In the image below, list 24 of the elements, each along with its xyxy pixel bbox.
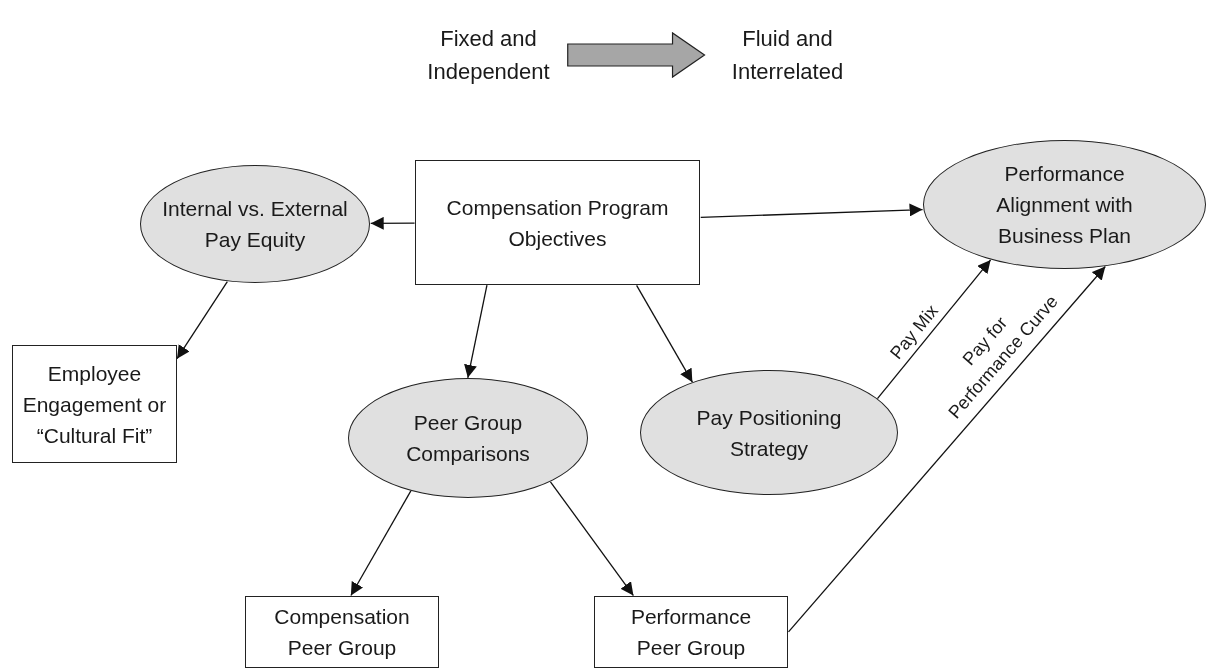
arrow xyxy=(464,284,488,379)
process-box xyxy=(12,345,177,463)
arrow xyxy=(787,265,1106,633)
arrow xyxy=(549,481,635,597)
process-box xyxy=(245,596,439,668)
stage-label: Fixed and Independent xyxy=(410,5,567,105)
arrow xyxy=(370,216,416,230)
node-text: Pay Positioning Strategy xyxy=(695,404,843,462)
arrow xyxy=(700,203,924,219)
process-box xyxy=(594,596,788,668)
node-text: Employee Engagement or “Cultural Fit” xyxy=(21,360,168,449)
arrow xyxy=(876,259,992,400)
node-text: Compensation Program Objectives xyxy=(445,194,670,252)
arrow xyxy=(350,490,412,597)
arrow xyxy=(635,284,694,383)
block-arrow xyxy=(567,31,706,79)
process-box xyxy=(415,160,700,285)
stage-label: Fluid and Interrelated xyxy=(705,5,870,105)
node-text: Performance Alignment with Business Plan xyxy=(995,161,1134,249)
node-text: Internal vs. External Pay Equity xyxy=(161,196,349,253)
node-text: Compensation Peer Group xyxy=(273,604,411,661)
arrow xyxy=(176,281,228,360)
node-text: Performance Peer Group xyxy=(629,604,753,661)
node-text: Peer Group Comparisons xyxy=(405,410,531,467)
